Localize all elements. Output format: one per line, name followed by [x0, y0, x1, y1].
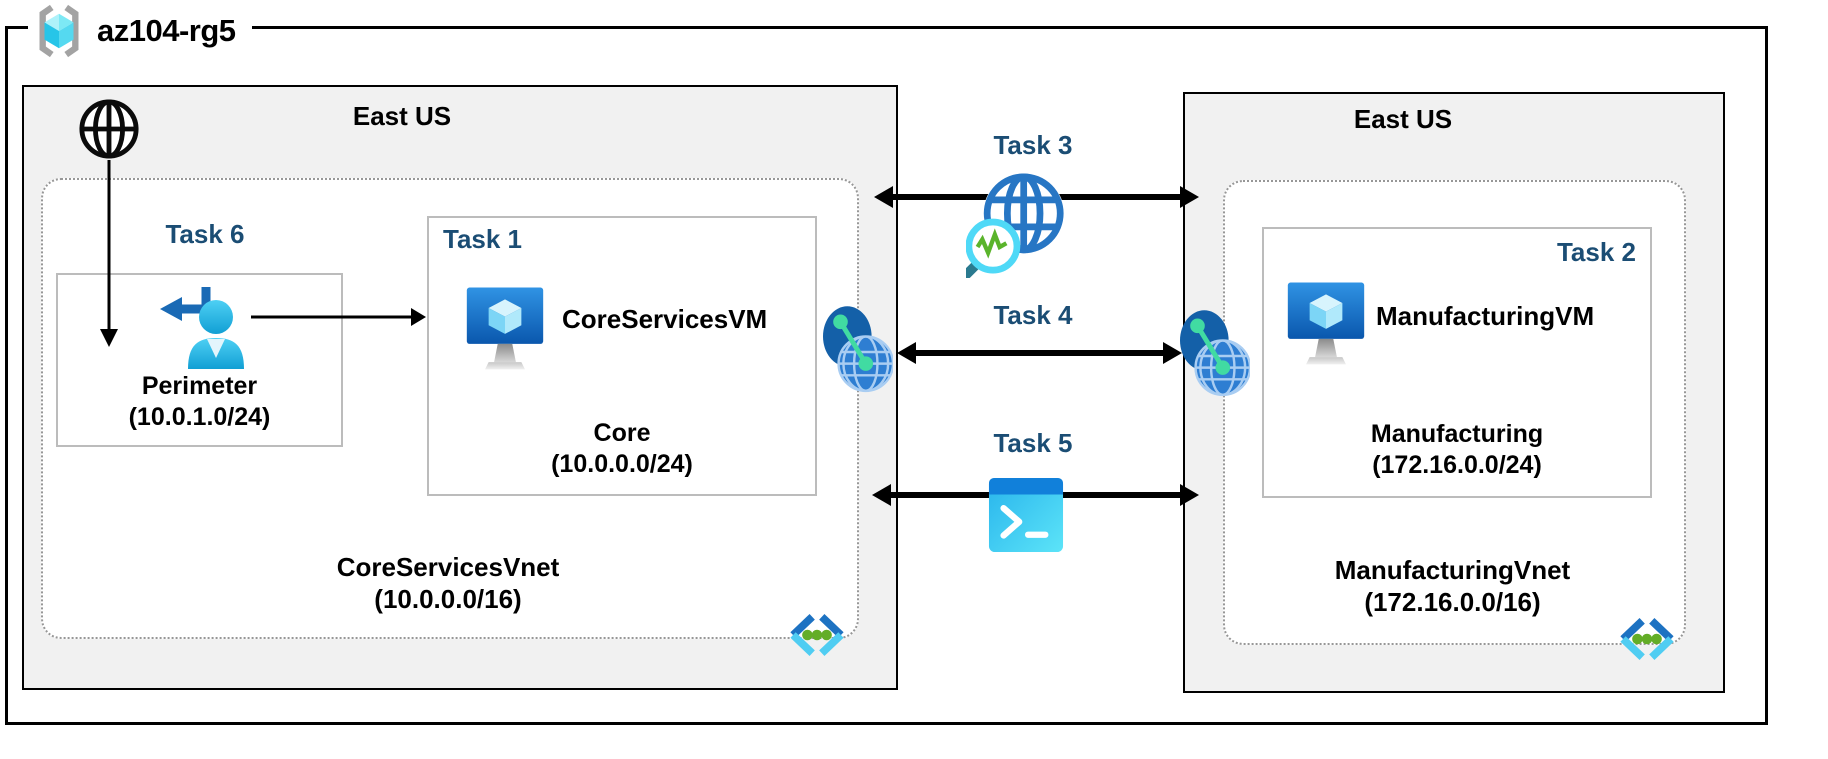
guest-user-icon	[160, 287, 244, 369]
task3-label: Task 3	[993, 130, 1073, 160]
network-watcher-icon	[966, 173, 1065, 278]
resource-group-label-group: az104-rg5	[28, 0, 252, 62]
vm-icon	[466, 287, 544, 370]
perimeter-cidr: (10.0.1.0/24)	[128, 403, 271, 431]
core-vm-label: CoreServicesVM	[562, 304, 768, 334]
core-vnet-cidr: (10.0.0.0/16)	[374, 584, 522, 614]
cloud-shell-icon	[988, 477, 1064, 553]
vnet-peering-icon	[823, 306, 893, 393]
perimeter-subnet-label: Perimeter (10.0.1.0/24)	[58, 371, 341, 433]
perimeter-subnet-box: Perimeter (10.0.1.0/24)	[56, 273, 343, 447]
manufacturing-subnet-box: Task 2 ManufacturingVM Manufacturing (17…	[1262, 227, 1652, 498]
task1-label: Task 1	[443, 224, 523, 254]
manufacturing-vm-label: ManufacturingVM	[1376, 301, 1595, 331]
task4-label: Task 4	[993, 300, 1073, 330]
core-vnet-label: CoreServicesVnet (10.0.0.0/16)	[41, 551, 855, 615]
virtual-network-icon	[1620, 618, 1674, 660]
resource-group-name: az104-rg5	[97, 13, 236, 48]
task2-label: Task 2	[1556, 237, 1636, 267]
resource-group-icon	[39, 4, 79, 58]
manufacturing-vnet-cidr: (172.16.0.0/16)	[1364, 587, 1541, 617]
core-subnet-box: Task 1 CoreServicesVM Core (10.0.0.0/24)	[427, 216, 817, 496]
manufacturing-vnet-name: ManufacturingVnet	[1334, 555, 1571, 585]
resource-group-box	[5, 26, 1768, 725]
perimeter-name: Perimeter	[141, 372, 258, 400]
vm-icon	[1287, 282, 1365, 365]
left-region-label: East US	[352, 101, 452, 131]
core-name: Core	[593, 419, 651, 447]
core-cidr: (10.0.0.0/24)	[551, 450, 693, 478]
manufacturing-subnet-label: Manufacturing (172.16.0.0/24)	[1264, 419, 1650, 481]
core-vnet-name: CoreServicesVnet	[336, 552, 560, 582]
core-subnet-label: Core (10.0.0.0/24)	[429, 418, 815, 480]
internet-icon	[79, 99, 139, 159]
manufacturing-vnet-label: ManufacturingVnet (172.16.0.0/16)	[1223, 554, 1682, 618]
task5-label: Task 5	[993, 428, 1073, 458]
task6-label: Task 6	[165, 219, 245, 249]
vnet-peering-icon	[1180, 310, 1250, 397]
manufacturing-cidr: (172.16.0.0/24)	[1372, 451, 1542, 479]
manufacturing-name: Manufacturing	[1370, 420, 1544, 448]
right-region-label: East US	[1353, 104, 1453, 134]
virtual-network-icon	[790, 614, 844, 656]
